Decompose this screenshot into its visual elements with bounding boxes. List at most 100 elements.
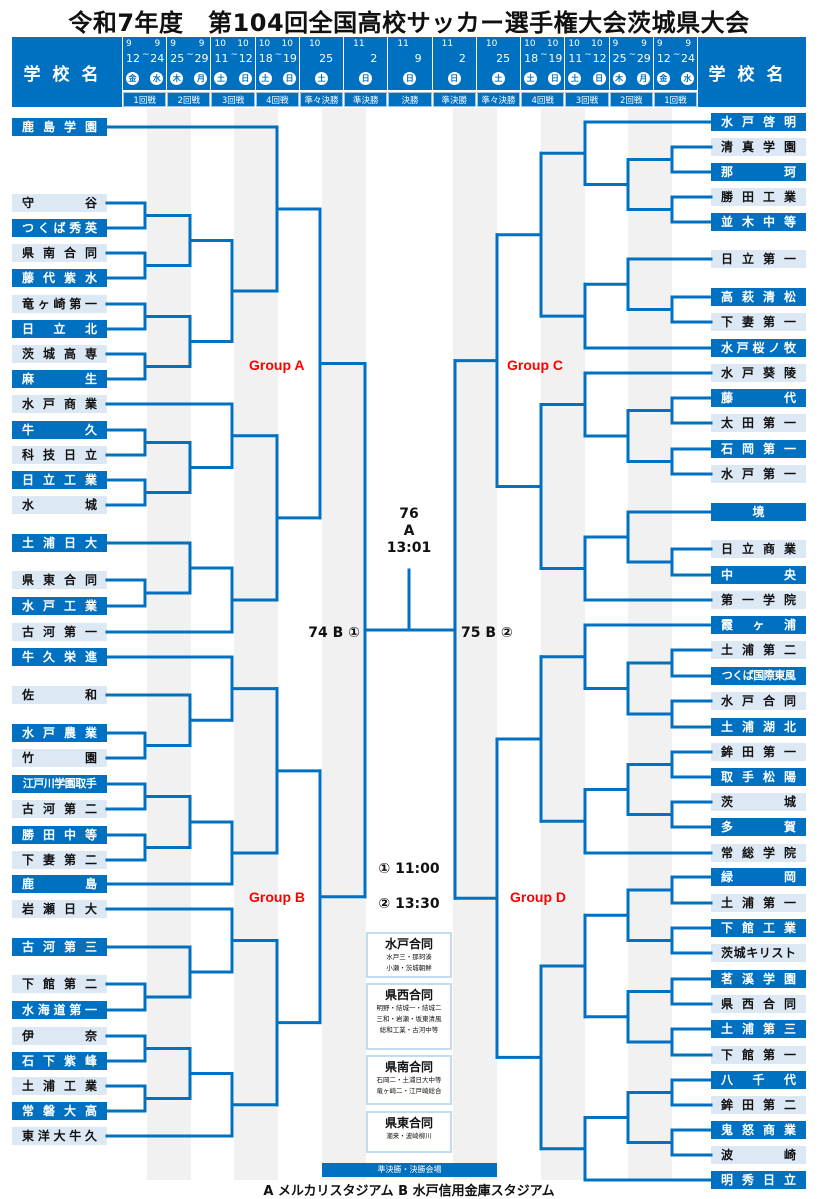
start-day: 11 [214, 52, 229, 65]
team-box: 石岡第一 [711, 440, 806, 458]
team-box: 日立第一 [711, 250, 806, 268]
joint-team-members: 竜ヶ崎二・江戸崎総合 [376, 1087, 442, 1095]
round-label: 2回戦 [609, 92, 653, 107]
round-label: 1回戦 [653, 92, 698, 107]
joint-team-name: 県東合同 [384, 1116, 433, 1130]
start-day: 18 [258, 52, 273, 65]
range-tilde: ~ [584, 50, 592, 60]
round-label: 3回戦 [211, 92, 255, 107]
semifinal-left-label: 74 B ① [308, 625, 360, 641]
end-month: 10 [591, 39, 603, 49]
weekday-badge: 土 [491, 72, 505, 85]
team-box: 東洋大牛久 [12, 1127, 107, 1145]
team-box: 藤代 [711, 389, 806, 407]
round-label: 準決勝 [432, 92, 476, 107]
team-box: 牛久 [12, 421, 107, 439]
day: 2 [370, 52, 378, 65]
team-box: 波崎 [711, 1146, 806, 1164]
team-box: 県東合同 [12, 571, 107, 589]
round-label: 決勝 [388, 92, 432, 107]
range-tilde: ~ [274, 50, 283, 60]
end-day: 24 [150, 52, 165, 65]
team-box: 鉾田第二 [711, 1096, 806, 1114]
joint-team-name: 県南合同 [384, 1060, 433, 1074]
team-box: 下妻第二 [12, 851, 107, 869]
start-day: 18 [524, 52, 539, 65]
range-tilde: ~ [628, 50, 637, 60]
start-day: 11 [568, 52, 583, 65]
team-box: 勝田中等 [12, 826, 107, 844]
school-name-header-left: 学校名 [12, 37, 122, 107]
joint-team-name: 水戸合同 [384, 937, 433, 951]
end-day: 12 [238, 52, 253, 65]
month: 10 [485, 39, 498, 49]
team-box: 取手松陽 [711, 768, 806, 786]
team-box: 古河第二 [12, 800, 107, 818]
end-month: 9 [154, 39, 161, 49]
team-box: 土浦第三 [711, 1020, 806, 1038]
joint-team-members: 石岡二・土浦日大中等 [376, 1076, 442, 1084]
team-box: 第一学院 [711, 591, 806, 609]
final-time: 13:01 [386, 540, 432, 556]
team-box: つくば秀英 [12, 219, 107, 237]
month: 11 [397, 39, 409, 49]
team-box: 緑岡 [711, 868, 806, 886]
end-month: 10 [546, 39, 559, 49]
weekday-badge: 日 [238, 72, 252, 85]
team-box: 水戸啓明 [711, 113, 806, 131]
end-day: 12 [592, 52, 607, 65]
team-box: 霞ヶ浦 [711, 616, 806, 634]
semifinal-time-2: ② 13:30 [378, 896, 440, 912]
team-box: 科技日立 [12, 446, 107, 464]
weekday-badge: 水 [150, 72, 164, 85]
weekday-badge: 日 [403, 72, 417, 85]
start-month: 10 [524, 39, 536, 49]
start-month: 10 [214, 39, 226, 49]
team-box: 土浦第二 [711, 641, 806, 659]
start-month: 9 [612, 39, 619, 49]
end-month: 10 [237, 39, 249, 49]
semifinal-time-1: ① 11:00 [378, 861, 440, 877]
range-tilde: ~ [186, 50, 194, 60]
team-box: 並木中等 [711, 213, 806, 231]
weekday-badge: 日 [592, 72, 606, 85]
team-box: 太田第一 [711, 414, 806, 432]
end-month: 9 [198, 39, 205, 49]
venue-legend: A メルカリスタジアム B 水戸信用金庫スタジアム [263, 1184, 555, 1199]
team-box: 古河第三 [12, 938, 107, 956]
weekday-badge: 木 [170, 72, 184, 85]
team-box: 下妻第一 [711, 313, 806, 331]
start-month: 9 [170, 39, 176, 49]
joint-team-members: 総和工業・古河中等 [379, 1026, 439, 1034]
joint-team-members: 三和・岩瀬・坂東清風 [376, 1015, 442, 1023]
weekday-badge: 土 [258, 72, 272, 85]
day: 25 [496, 52, 511, 65]
team-box: 日立北 [12, 320, 107, 338]
start-month: 10 [258, 39, 271, 49]
range-tilde: ~ [230, 50, 239, 60]
team-box: 清真学園 [711, 138, 806, 156]
team-box: 江戸川学園取手 [12, 775, 107, 793]
start-day: 25 [170, 52, 185, 65]
team-box: 水戸商業 [12, 395, 107, 413]
team-box: 石下紫峰 [12, 1052, 107, 1070]
joint-team-box: 県東合同 潮来・波崎柳川 [366, 1111, 452, 1153]
weekday-badge: 月 [194, 72, 208, 85]
day: 2 [458, 52, 466, 65]
round-label: 4回戦 [255, 92, 299, 107]
start-month: 10 [568, 39, 580, 49]
weekday-badge: 木 [612, 72, 626, 85]
team-box: 水城 [12, 496, 107, 514]
team-box: 水海道第一 [12, 1001, 107, 1019]
team-box: 土浦湖北 [711, 718, 806, 736]
team-box: 竹園 [12, 749, 107, 767]
group-d-label: Group D [510, 889, 566, 905]
team-box: 伊奈 [12, 1027, 107, 1045]
range-tilde: ~ [672, 50, 681, 60]
joint-team-box: 水戸合同 水戸三・那珂湊 小瀬・茨城朝鮮 [366, 932, 452, 978]
